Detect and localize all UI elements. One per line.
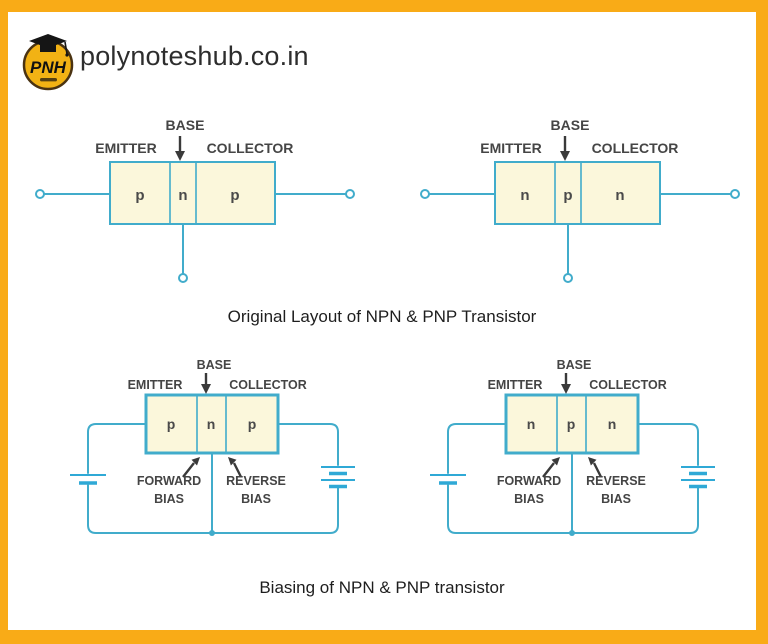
site-logo: PNH	[20, 30, 78, 96]
forward-bias-arrow-head	[191, 457, 200, 466]
base-arrow-head	[560, 151, 570, 161]
reverse-bias-arrow-head	[588, 457, 597, 466]
logo-tagline-mark	[40, 78, 57, 82]
npn-layout-diagram: BASE EMITTER COLLECTOR n p n	[420, 117, 740, 283]
layout-caption: Original Layout of NPN & PNP Transistor	[227, 307, 537, 326]
pnp-layout-diagram: BASE EMITTER COLLECTOR p n p	[35, 117, 355, 283]
forward-bias-label2: BIAS	[514, 492, 544, 506]
base-arrow-head	[175, 151, 185, 161]
emitter-terminal	[420, 189, 430, 199]
forward-bias-label: FORWARD	[497, 474, 561, 488]
tassel-end	[65, 53, 69, 57]
collector-label: COLLECTOR	[589, 378, 667, 392]
forward-bias-label: FORWARD	[137, 474, 201, 488]
reverse-bias-arrow	[592, 462, 603, 478]
emitter-label: EMITTER	[128, 378, 183, 392]
reverse-bias-label2: BIAS	[241, 492, 271, 506]
junction-dot	[209, 530, 215, 536]
collector-label: COLLECTOR	[207, 140, 294, 156]
reverse-bias-arrow-head	[228, 457, 237, 466]
emitter-circuit-wire	[87, 423, 147, 474]
base-terminal	[563, 273, 573, 283]
collector-terminal	[345, 189, 355, 199]
region-letter: p	[248, 416, 257, 432]
forward-bias-arrow	[182, 462, 195, 478]
collector-terminal	[730, 189, 740, 199]
forward-bias-label2: BIAS	[154, 492, 184, 506]
logo-graphic: PNH	[22, 34, 74, 91]
npn-biasing-diagram: BASE EMITTER COLLECTOR n p n FORWARD BIA…	[430, 358, 715, 536]
reverse-bias-label: REVERSE	[586, 474, 646, 488]
forward-bias-arrow	[542, 462, 555, 478]
region-letter: n	[527, 416, 536, 432]
reverse-bias-arrow	[232, 462, 243, 478]
emitter-label: EMITTER	[488, 378, 543, 392]
collector-circuit-wire	[277, 423, 339, 466]
collector-label: COLLECTOR	[592, 140, 679, 156]
region-letter: n	[615, 187, 624, 204]
transistor-body	[504, 393, 640, 455]
emitter-label: EMITTER	[480, 140, 541, 156]
region-letter: n	[520, 187, 529, 204]
base-label: BASE	[557, 358, 592, 372]
collector-label: COLLECTOR	[229, 378, 307, 392]
collector-circuit-wire	[637, 423, 699, 466]
base-arrow-head	[201, 384, 211, 394]
emitter-terminal	[35, 189, 45, 199]
region-letter: p	[230, 187, 239, 204]
biasing-caption: Biasing of NPN & PNP transistor	[259, 578, 505, 597]
base-arrow-head	[561, 384, 571, 394]
graduation-cap-tassel	[64, 41, 68, 55]
region-letter: p	[167, 416, 176, 432]
graduation-cap-icon	[29, 34, 67, 48]
base-terminal	[178, 273, 188, 283]
logo-text: PNH	[30, 58, 67, 77]
graduation-cap-band	[40, 45, 56, 52]
base-label: BASE	[166, 117, 205, 133]
reverse-bias-label: REVERSE	[226, 474, 286, 488]
region-letter: n	[178, 187, 187, 204]
region-letter: n	[608, 416, 617, 432]
region-letter: n	[207, 416, 216, 432]
base-label: BASE	[551, 117, 590, 133]
reverse-bias-label2: BIAS	[601, 492, 631, 506]
region-letter: p	[135, 187, 144, 204]
base-label: BASE	[197, 358, 232, 372]
pnp-biasing-diagram: BASE EMITTER COLLECTOR p n p FORWARD BIA…	[70, 358, 355, 536]
emitter-label: EMITTER	[95, 140, 156, 156]
region-letter: p	[563, 187, 572, 204]
emitter-circuit-wire	[447, 423, 507, 474]
region-letter: p	[567, 416, 576, 432]
site-title[interactable]: polynoteshub.co.in	[80, 41, 309, 71]
junction-dot	[569, 530, 575, 536]
forward-bias-arrow-head	[551, 457, 560, 466]
